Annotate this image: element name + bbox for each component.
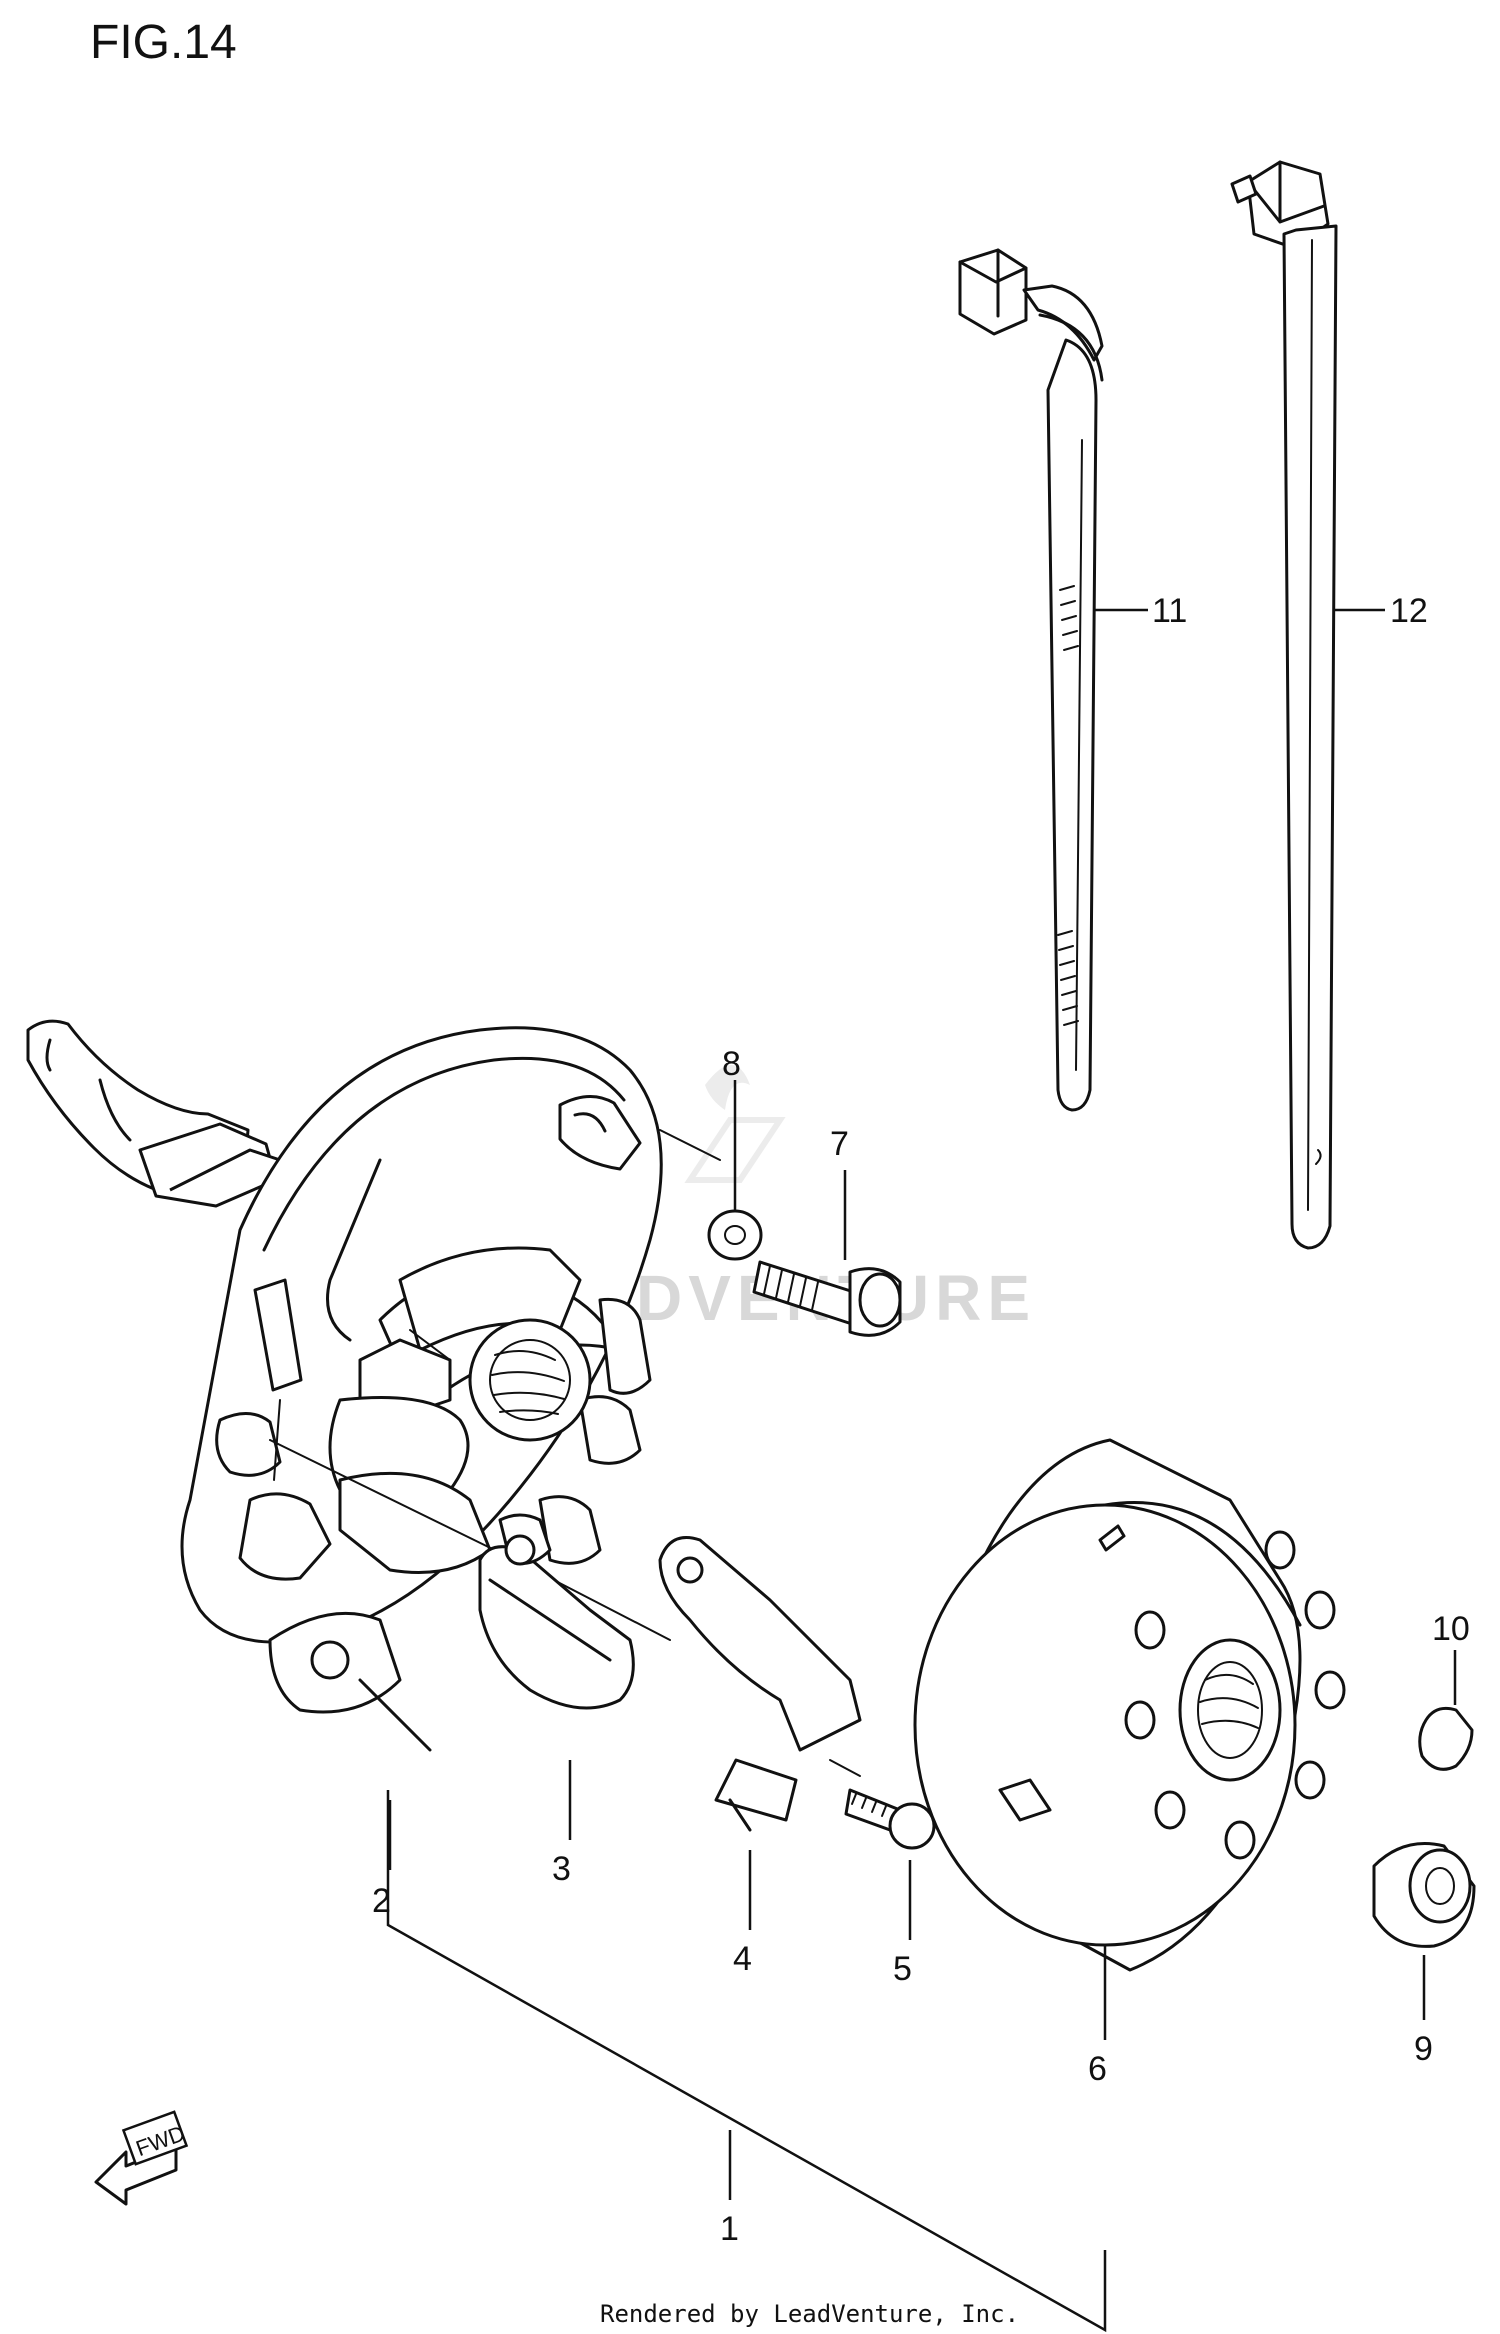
- callout-10: 10: [1432, 1610, 1470, 1648]
- callout-1: 1: [720, 2210, 739, 2248]
- forward-direction-badge: FWD: [94, 2110, 188, 2206]
- part-9-nut: 9: [1372, 1842, 1476, 2068]
- part-1-assembly-bracket: 1: [386, 1790, 1107, 2333]
- part-3-pulser-coil: 3: [478, 1513, 635, 1888]
- callout-3: 3: [552, 1850, 571, 1888]
- part-8-washer: 8: [707, 1045, 763, 1261]
- callout-4: 4: [733, 1940, 752, 1978]
- part-6-rotor: 6: [913, 1438, 1346, 2088]
- part-5-screw: 5: [844, 1788, 936, 1988]
- part-10-key: 10: [1418, 1610, 1474, 1771]
- part-11-cable-tie: 11: [958, 248, 1187, 1112]
- callout-7: 7: [830, 1125, 849, 1163]
- figure-title: FIG.14: [90, 16, 237, 69]
- part-12-cable-tie: 12: [1230, 160, 1428, 1250]
- part-7-bolt: 7: [752, 1125, 902, 1337]
- callout-6: 6: [1088, 2050, 1107, 2088]
- credit-text: Rendered by LeadVenture, Inc.: [600, 2300, 1019, 2328]
- part-4-bracket: 4: [658, 1536, 862, 1978]
- callout-9: 9: [1414, 2030, 1433, 2068]
- callout-11: 11: [1152, 592, 1187, 630]
- callout-2: 2: [372, 1882, 391, 1920]
- callout-8: 8: [722, 1045, 741, 1083]
- part-2-stator: 2: [26, 1019, 663, 1920]
- callout-5: 5: [893, 1950, 912, 1988]
- forward-arrow-icon: [94, 2144, 178, 2206]
- callout-12: 12: [1390, 592, 1428, 630]
